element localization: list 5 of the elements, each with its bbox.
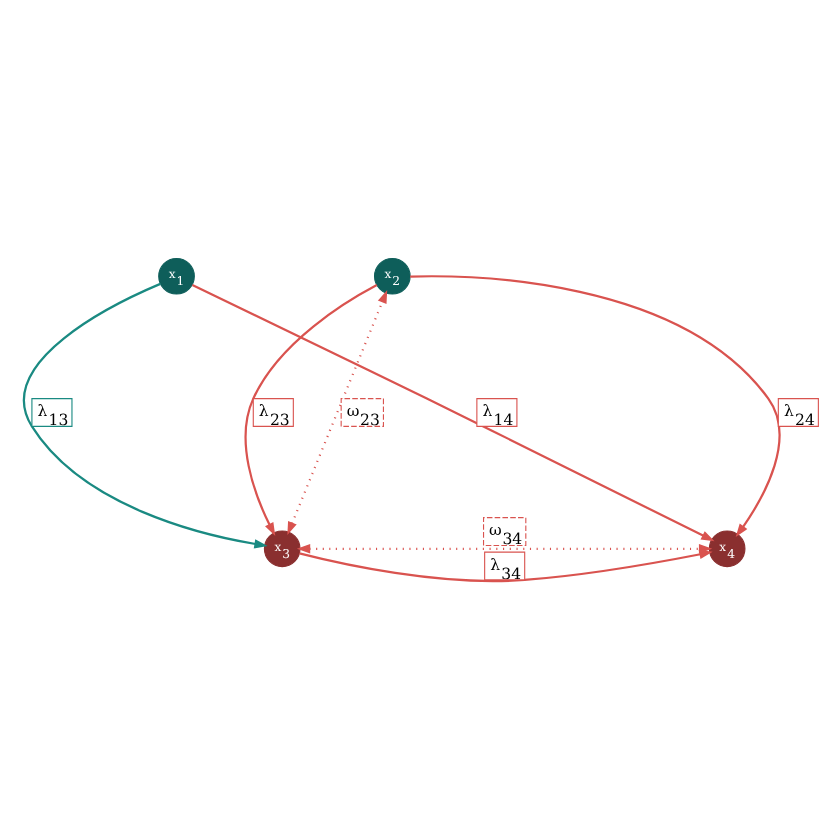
- arrow: [243, 284, 377, 536]
- arrow: [22, 282, 267, 549]
- arrow: [295, 544, 712, 554]
- arrow: [190, 283, 714, 542]
- arrow: [409, 275, 780, 538]
